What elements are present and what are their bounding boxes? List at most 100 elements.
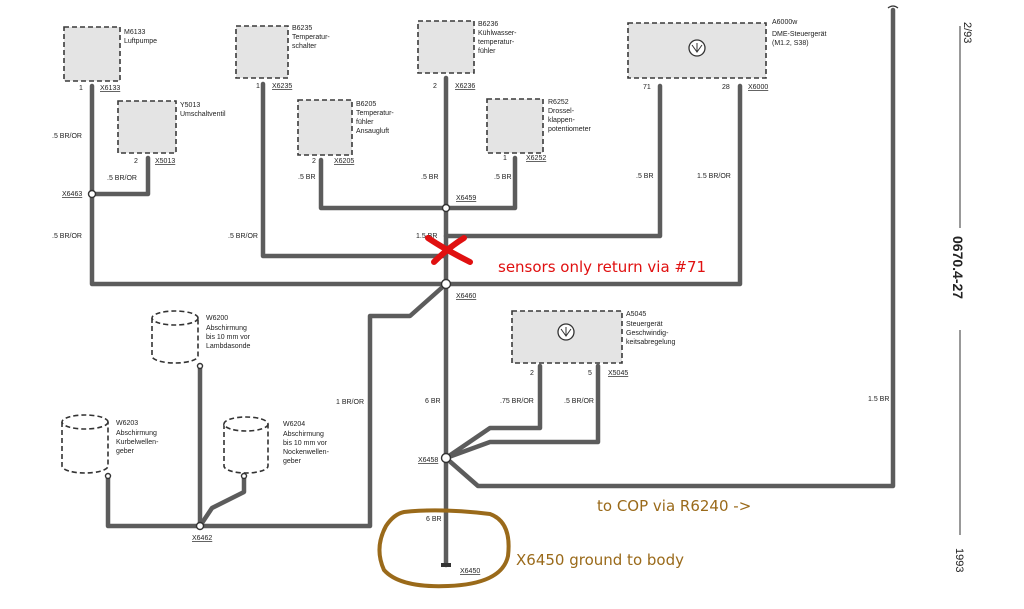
a5045-pin-2: 2 bbox=[530, 370, 534, 377]
splice-nodes bbox=[87, 189, 452, 567]
a6000w-pin-71: 71 bbox=[643, 84, 651, 91]
node-w6200-end bbox=[196, 362, 204, 370]
a5045-pin-5: 5 bbox=[588, 370, 592, 377]
node-x6458[interactable] bbox=[440, 452, 452, 464]
component-b6205[interactable]: B6205 Temperatur- fühler Ansaugluft 2 X6… bbox=[297, 99, 394, 165]
w6203-body-icon bbox=[61, 422, 109, 474]
b6236-name3: fühler bbox=[478, 48, 496, 55]
wire-b6205 bbox=[318, 157, 449, 211]
wire-r6252 bbox=[443, 155, 518, 211]
sidebar-year: 1993 bbox=[953, 548, 965, 572]
w6203-top-icon bbox=[61, 414, 109, 430]
shield-w6203[interactable]: W6203 Abschirmung Kurbelwellen- geber bbox=[61, 414, 159, 474]
a6000w-id: A6000w bbox=[772, 19, 798, 26]
component-y5013[interactable]: Y5013 Umschaltventil 2 X5013 bbox=[117, 100, 226, 165]
shield-w6200[interactable]: W6200 Abschirmung bis 10 mm vor Lambdaso… bbox=[151, 310, 251, 364]
wirespec-a6000w-28: 1.5 BR/OR bbox=[697, 173, 731, 180]
b6205-name1: Temperatur- bbox=[356, 110, 394, 117]
w6203-id: W6203 bbox=[116, 420, 138, 427]
node-x6462[interactable] bbox=[195, 521, 205, 531]
y5013-pin: 2 bbox=[134, 158, 138, 165]
w6200-body-icon bbox=[151, 318, 199, 364]
sidebar-date: 2/93 bbox=[961, 22, 973, 43]
b6235-pin: 1 bbox=[256, 83, 260, 90]
component-b6236[interactable]: B6236 Kühlwasser- temperatur- fühler 2 X… bbox=[417, 20, 517, 90]
node-w6204-end bbox=[240, 472, 248, 480]
annotation-ground-note: X6450 ground to body bbox=[516, 551, 684, 569]
node-w6203-end bbox=[104, 472, 112, 480]
m6133-name: Luftpumpe bbox=[124, 38, 157, 45]
r6252-pin: 1 bbox=[503, 155, 507, 162]
b6205-box[interactable] bbox=[297, 99, 353, 156]
component-a5045[interactable]: A5045 Steuergerät Geschwindig- keitsabre… bbox=[511, 310, 676, 377]
wirespec-center: 6 BR bbox=[425, 398, 441, 405]
r6252-name1: Drossel- bbox=[548, 108, 575, 115]
w6204-body-icon bbox=[223, 424, 269, 474]
w6204-l2: bis 10 mm vor bbox=[283, 440, 328, 447]
node-x6463[interactable] bbox=[87, 189, 97, 199]
m6133-connector: X6133 bbox=[100, 85, 120, 92]
a5045-connector: X5045 bbox=[608, 370, 628, 377]
shield-w6204[interactable]: W6204 Abschirmung bis 10 mm vor Nockenwe… bbox=[223, 416, 330, 474]
b6205-name3: Ansaugluft bbox=[356, 128, 389, 135]
wirespec-r6252: .5 BR bbox=[494, 174, 512, 181]
wires bbox=[89, 7, 896, 568]
component-b6235[interactable]: B6235 Temperatur- schalter 1 X6235 bbox=[235, 25, 330, 90]
wire-shield-bus bbox=[197, 281, 449, 529]
node-x6460[interactable] bbox=[440, 278, 452, 290]
sidebar-page-number: 0670.4-27 bbox=[950, 236, 966, 299]
wirespec-right: 1.5 BR bbox=[868, 396, 889, 403]
ecu-symbol-glyph-icon bbox=[560, 327, 572, 337]
y5013-box[interactable] bbox=[117, 100, 177, 154]
red-x-stroke-2-icon bbox=[431, 235, 467, 265]
wirespec-a5045-5: .5 BR/OR bbox=[564, 398, 594, 405]
r6252-box[interactable] bbox=[486, 98, 544, 154]
wire-a6000w-71 bbox=[443, 83, 663, 239]
a5045-id: A5045 bbox=[626, 311, 646, 318]
connector-x6463: X6463 bbox=[62, 191, 82, 198]
a6000w-name2: (M1.2, S38) bbox=[772, 40, 809, 47]
r6252-name3: potentiometer bbox=[548, 126, 591, 133]
m6133-box[interactable] bbox=[63, 26, 121, 82]
wire-b6235 bbox=[260, 81, 449, 259]
component-m6133[interactable]: M6133 Luftpumpe 1 X6133 bbox=[63, 26, 157, 92]
a6000w-connector: X6000 bbox=[748, 84, 768, 91]
w6200-top-icon bbox=[151, 310, 199, 326]
b6205-id: B6205 bbox=[356, 101, 376, 108]
ground-symbol-icon bbox=[441, 563, 451, 567]
wirespec-b6236: .5 BR bbox=[421, 174, 439, 181]
b6236-box[interactable] bbox=[417, 20, 475, 74]
connector-x6460: X6460 bbox=[456, 293, 476, 300]
w6204-id: W6204 bbox=[283, 421, 305, 428]
a5045-name3: keitsabregelung bbox=[626, 339, 676, 346]
page-sidebar: 2/93 0670.4-27 1993 bbox=[887, 5, 973, 572]
wirespec-b6205: .5 BR bbox=[298, 174, 316, 181]
r6252-id: R6252 bbox=[548, 99, 569, 106]
b6235-name2: schalter bbox=[292, 43, 317, 50]
connector-x6450: X6450 bbox=[460, 568, 480, 575]
wirespec-b6235: .5 BR/OR bbox=[228, 233, 258, 240]
w6204-l1: Abschirmung bbox=[283, 431, 324, 438]
component-r6252[interactable]: R6252 Drossel- klappen- potentiometer 1 … bbox=[486, 98, 591, 162]
a5045-name2: Geschwindig- bbox=[626, 330, 669, 337]
wire-right-long bbox=[443, 7, 896, 489]
wirespec-shield-bus: 1 BR/OR bbox=[336, 399, 364, 406]
w6204-l3: Nockenwellen- bbox=[283, 449, 330, 456]
b6236-id: B6236 bbox=[478, 21, 498, 28]
b6235-name1: Temperatur- bbox=[292, 34, 330, 41]
wire-a5045-5 bbox=[443, 363, 601, 461]
w6200-l3: Lambdasonde bbox=[206, 343, 250, 350]
node-x6459[interactable] bbox=[441, 203, 451, 213]
ecu-symbol-glyph-icon bbox=[691, 43, 703, 53]
connector-x6462: X6462 bbox=[192, 535, 212, 542]
wirespec-a5045-2: .75 BR/OR bbox=[500, 398, 534, 405]
w6203-l1: Abschirmung bbox=[116, 430, 157, 437]
wirespec-y5013: .5 BR/OR bbox=[107, 175, 137, 182]
connector-x6459: X6459 bbox=[456, 195, 476, 202]
b6205-connector: X6205 bbox=[334, 158, 354, 165]
b6205-name2: fühler bbox=[356, 119, 374, 126]
b6235-id: B6235 bbox=[292, 25, 312, 32]
b6235-box[interactable] bbox=[235, 25, 289, 79]
component-a6000w[interactable]: A6000w DME-Steuergerät (M1.2, S38) 71 28… bbox=[627, 19, 827, 91]
